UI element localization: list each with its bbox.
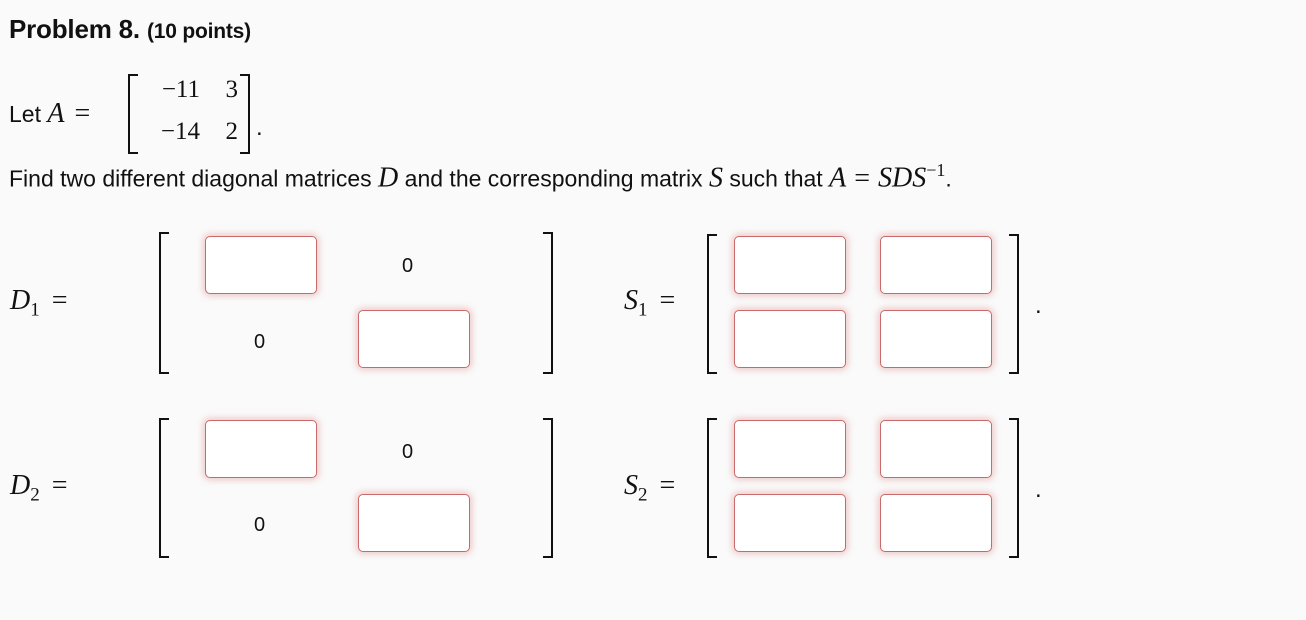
matrix-a-cell: 2 [225,118,239,145]
d1-entry-22-input[interactable] [358,310,470,368]
left-bracket [128,74,138,154]
d1-label: D1= [10,285,68,321]
s2-entry-22-input[interactable] [880,494,992,552]
d1-right-bracket [543,232,553,374]
d2-zero-12: 0 [402,441,414,463]
problem-number: Problem 8. [9,14,140,44]
s2-entry-12-input[interactable] [880,420,992,478]
problem-points: (10 points) [146,20,251,43]
d2-left-bracket [159,418,169,558]
s1-left-bracket [707,234,717,374]
s1-entry-21-input[interactable] [734,310,846,368]
matrix-a-cell: 3 [225,76,239,103]
d1-zero-12: 0 [402,255,414,277]
s1-label: S1= [624,285,676,321]
s2-right-bracket [1009,418,1019,558]
right-bracket [240,74,250,154]
matrix-a-cell: −11 [161,76,200,103]
d1-entry-11-input[interactable] [205,236,317,294]
d2-zero-21: 0 [254,514,266,536]
s1-right-bracket [1009,234,1019,374]
d2-entry-11-input[interactable] [205,420,317,478]
problem-title: Problem 8. (10 points) [9,14,251,45]
var-a: A [47,98,65,129]
d1-left-bracket [159,232,169,374]
matrix-a-cell: −14 [160,118,200,145]
d2-right-bracket [543,418,553,558]
let-line: Let A= [9,98,91,129]
s2-left-bracket [707,418,717,558]
matrix-a: −11 3 −14 2 . [128,74,263,154]
s2-entry-21-input[interactable] [734,494,846,552]
s1-entry-12-input[interactable] [880,236,992,294]
s2-label: S2= [624,470,676,506]
s2-entry-11-input[interactable] [734,420,846,478]
d1-zero-21: 0 [254,331,266,353]
d2-entry-22-input[interactable] [358,494,470,552]
s1-entry-11-input[interactable] [734,236,846,294]
s1-entry-22-input[interactable] [880,310,992,368]
d2-label: D2= [10,470,68,506]
instruction-text: Find two different diagonal matrices D a… [9,160,952,194]
